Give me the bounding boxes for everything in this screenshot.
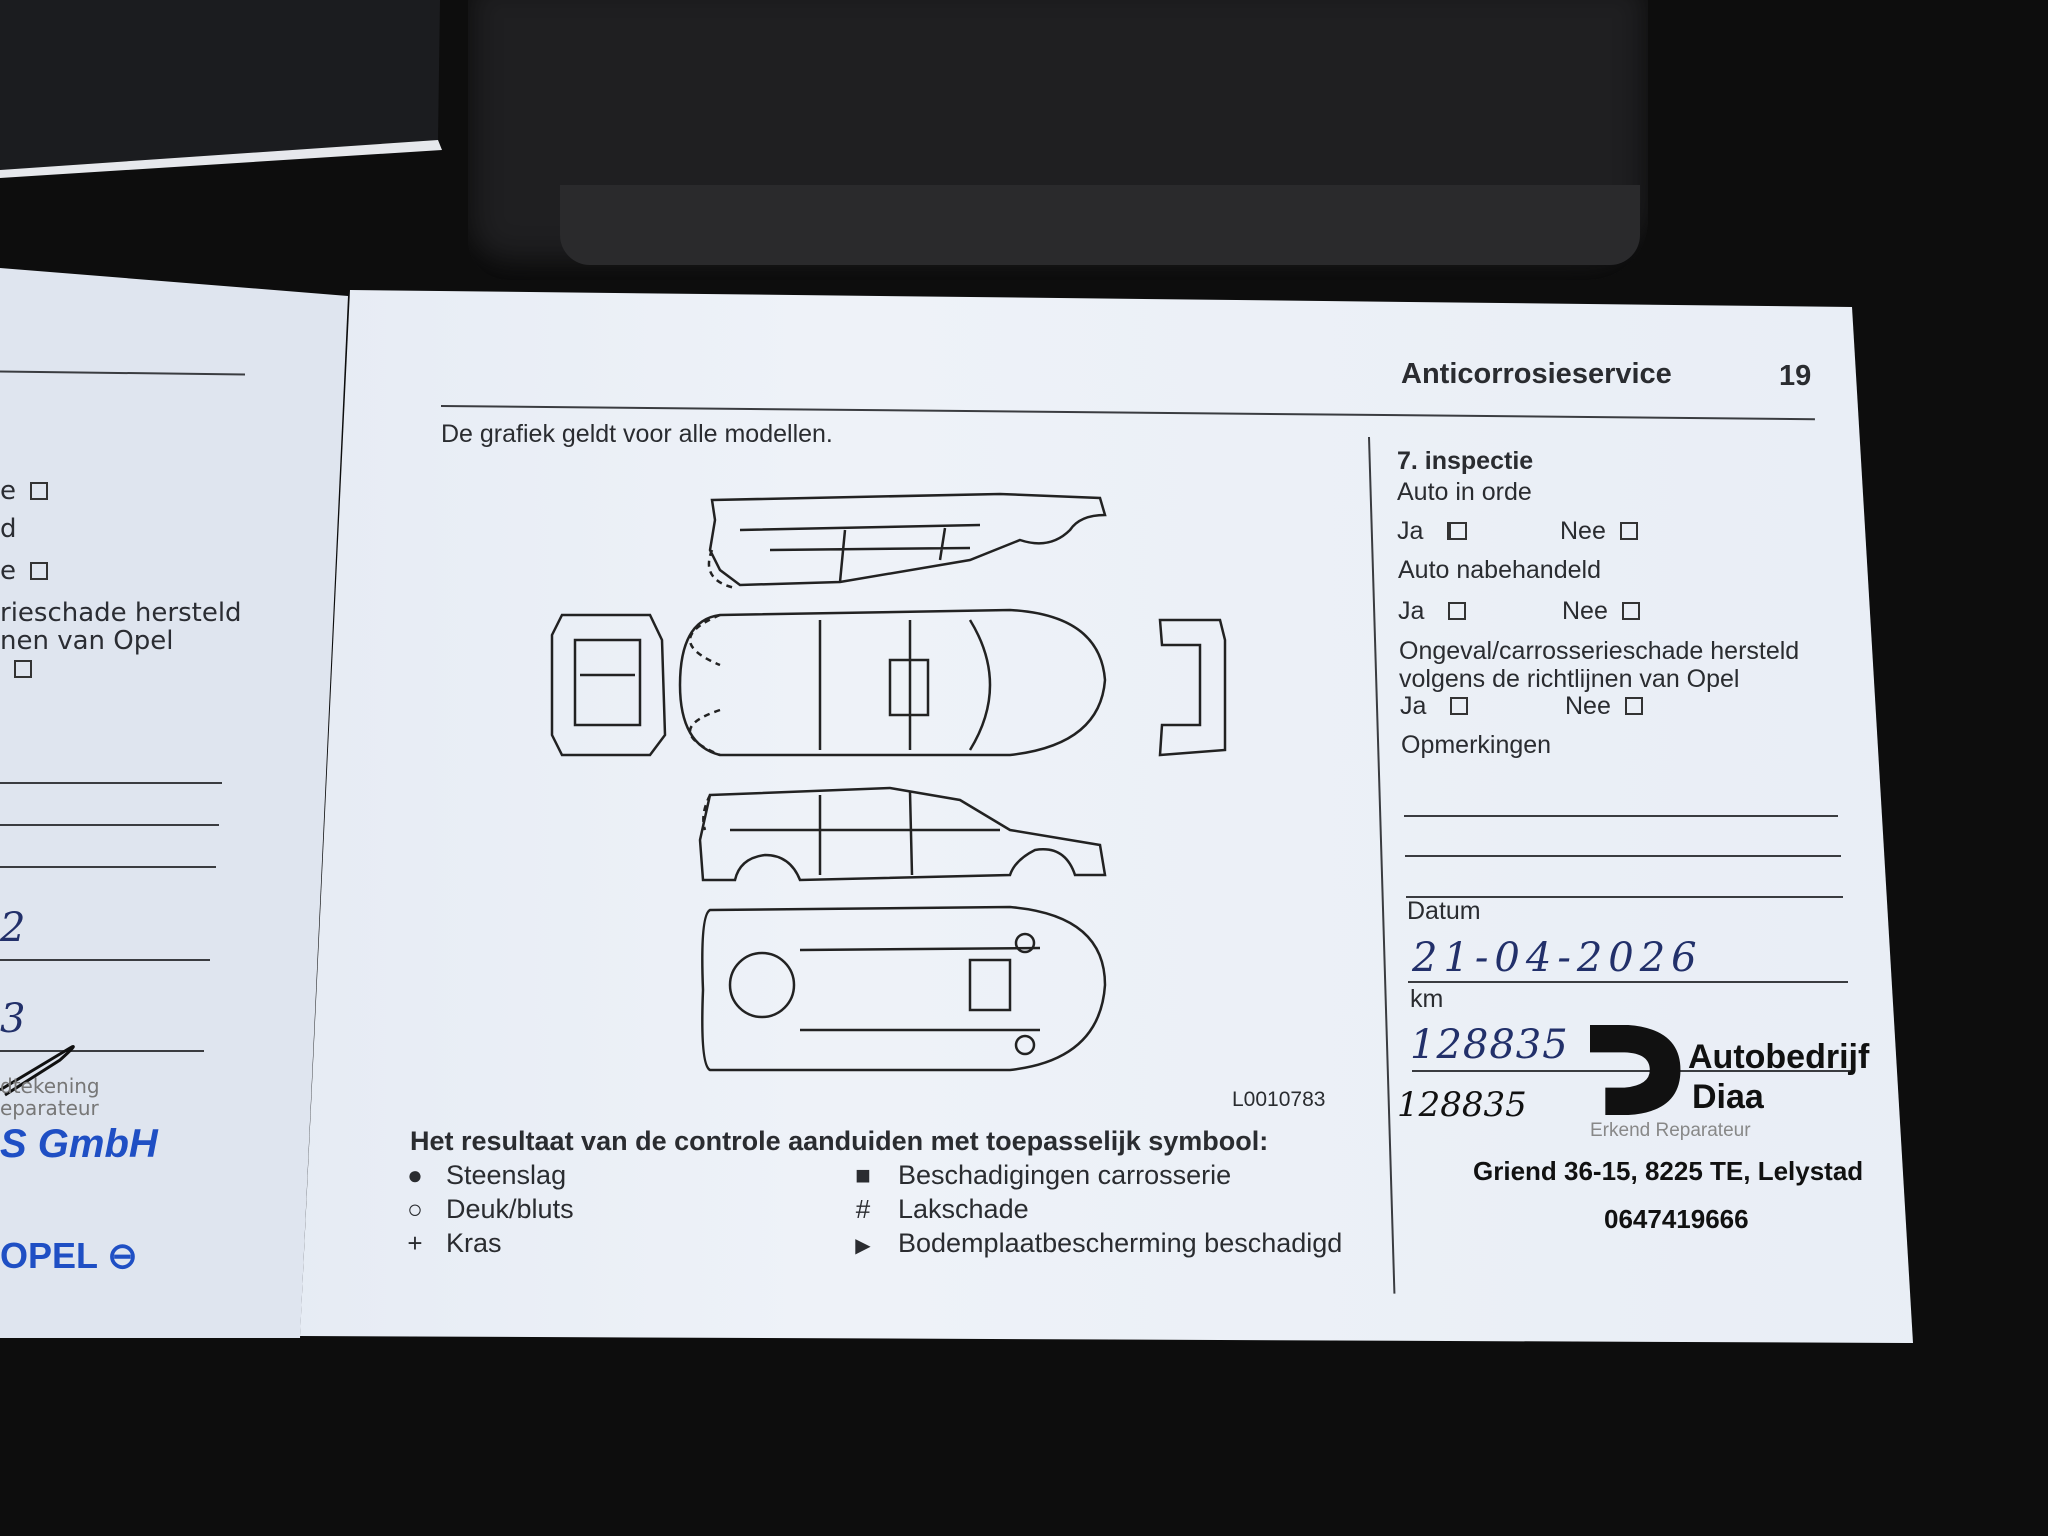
dealer-name-line2: Diaa	[1692, 1078, 1764, 1116]
left-line	[0, 1050, 204, 1052]
q1-label: Auto in orde	[1397, 478, 1532, 506]
stamp-line: dtekening	[0, 1074, 100, 1098]
car-side-view	[698, 786, 1107, 882]
q2-no-checkbox[interactable]	[1621, 602, 1640, 620]
left-line	[0, 782, 222, 784]
km-value[interactable]: 128835	[1410, 1022, 1569, 1068]
signature	[0, 1045, 75, 1097]
legend-label: Kras	[446, 1228, 502, 1258]
q3-no: Nee	[1565, 692, 1643, 721]
filled-circle-icon: ●	[407, 1160, 423, 1190]
legend-label: Lakschade	[898, 1194, 1029, 1224]
open-circle-icon: ○	[407, 1194, 423, 1224]
intro-text: De grafiek geldt voor alle modellen.	[441, 420, 833, 448]
remarks-line[interactable]	[1405, 855, 1841, 857]
left-line	[0, 866, 216, 868]
legend-item-steenslag: ● Steenslag	[404, 1160, 566, 1191]
left-fragment: e	[0, 476, 48, 506]
q3-no-checkbox[interactable]	[1624, 697, 1643, 715]
date-label: Datum	[1407, 897, 1481, 925]
legend-item-carrosserie: ■ Beschadigingen carrosserie	[852, 1160, 1231, 1191]
checkbox[interactable]	[30, 562, 48, 580]
dealer-phone: 0647419666	[1604, 1204, 1749, 1234]
km-value-repeat: 128835	[1397, 1085, 1527, 1125]
q1-yes: Ja	[1397, 517, 1468, 546]
legend-label: Steenslag	[446, 1160, 567, 1190]
date-value[interactable]: 21-04-2026	[1412, 935, 1703, 981]
triangle-right-icon: ▶	[855, 1235, 871, 1257]
car-side-view-top	[707, 492, 1107, 590]
pouch-flap	[560, 185, 1640, 265]
inspection-title: 7. inspectie	[1397, 447, 1534, 475]
column-divider	[1368, 436, 1396, 1294]
left-fragment: e	[0, 556, 48, 586]
car-top-view	[678, 608, 1107, 757]
q2-yes: Ja	[1398, 597, 1467, 626]
opel-stamp: OPEL ⊖	[0, 1235, 138, 1276]
left-fragment: rieschade hersteld	[0, 598, 242, 628]
remarks-label: Opmerkingen	[1401, 731, 1552, 759]
car-underbody-view	[701, 905, 1107, 1072]
q3-yes-checkbox[interactable]	[1450, 697, 1469, 715]
legend-item-kras: + Kras	[404, 1228, 502, 1259]
stamp-line: eparateur	[0, 1096, 99, 1120]
dealer-stamp-left: S GmbH	[0, 1122, 158, 1166]
legend-item-deuk: ○ Deuk/bluts	[404, 1194, 574, 1225]
q2-label: Auto nabehandeld	[1398, 556, 1601, 584]
left-fragment: d	[0, 514, 17, 544]
diagram-code: L0010783	[1232, 1088, 1326, 1111]
checkbox[interactable]	[30, 482, 48, 500]
car-front-view	[550, 613, 667, 757]
left-line	[0, 959, 210, 961]
remarks-line[interactable]	[1404, 815, 1838, 817]
q1-no-checkbox[interactable]	[1619, 522, 1638, 540]
left-fragment: nen van Opel	[0, 626, 174, 656]
manual-cover	[0, 0, 440, 170]
left-rule	[0, 370, 246, 376]
q2-yes-checkbox[interactable]	[1448, 602, 1467, 620]
car-damage-diagram	[550, 492, 1227, 1072]
left-line	[0, 824, 219, 826]
legend-item-bodemplaat: ▶ Bodemplaatbescherming beschadigd	[852, 1228, 1342, 1259]
q2-no: Nee	[1562, 597, 1640, 626]
section-title: Anticorrosieservice	[1401, 358, 1672, 390]
dealer-underprint: Erkend Reparateur	[1590, 1120, 1751, 1141]
q3-yes: Ja	[1400, 692, 1469, 721]
opel-logo-icon: ⊖	[107, 1235, 138, 1276]
hash-icon: #	[855, 1194, 871, 1224]
legend-label: Bodemplaatbescherming beschadigd	[898, 1228, 1343, 1258]
legend-item-lakschade: # Lakschade	[852, 1194, 1029, 1225]
remarks-line[interactable]	[1406, 896, 1843, 898]
legend-label: Deuk/bluts	[446, 1194, 574, 1224]
q1-yes-checkbox-checked[interactable]	[1447, 522, 1468, 540]
page-number: 19	[1779, 360, 1812, 392]
dealer-d-logo-icon	[1590, 1025, 1681, 1115]
q1-no: Nee	[1560, 517, 1638, 546]
legend-title: Het resultaat van de controle aanduiden …	[410, 1126, 1269, 1156]
left-handwritten: 2	[0, 905, 26, 951]
left-checkbox-row	[0, 654, 32, 684]
dealer-name-line1: Autobedrijf	[1688, 1038, 1870, 1076]
q3-label: Ongeval/carrosserieschade hersteld	[1399, 637, 1800, 665]
dealer-address: Griend 36-15, 8225 TE, Lelystad	[1473, 1156, 1864, 1186]
km-line	[1412, 1070, 1852, 1072]
car-rear-view	[1158, 618, 1227, 757]
km-label: km	[1410, 985, 1444, 1013]
filled-square-icon: ■	[855, 1160, 871, 1190]
legend-label: Beschadigingen carrosserie	[898, 1160, 1232, 1190]
q3-label-2: volgens de richtlijnen van Opel	[1399, 665, 1740, 693]
header-rule	[440, 405, 1815, 421]
plus-icon: +	[407, 1228, 423, 1258]
left-handwritten: 3	[0, 996, 26, 1042]
checkbox[interactable]	[14, 660, 32, 678]
date-line	[1408, 981, 1848, 983]
